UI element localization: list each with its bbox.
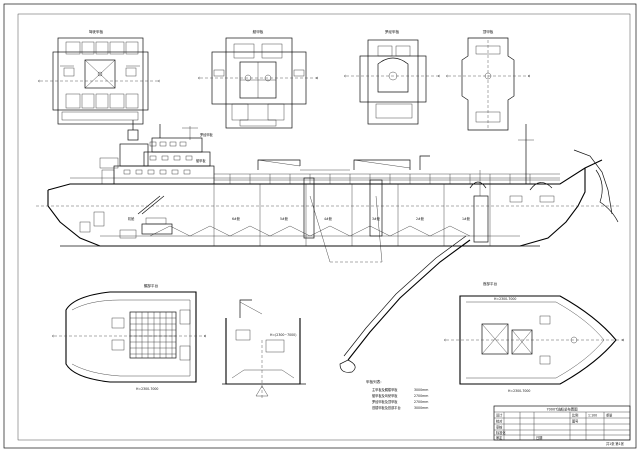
svg-text:罗经甲板: 罗经甲板 bbox=[200, 132, 214, 137]
svg-text:¢: ¢ bbox=[528, 74, 530, 78]
tb-right-4: 重量 bbox=[606, 413, 613, 418]
sheet-border bbox=[3, 3, 637, 449]
svg-text:¢: ¢ bbox=[622, 338, 624, 342]
note-value-4: 3000mm bbox=[414, 406, 428, 410]
tb-right-3: 图号 bbox=[572, 419, 578, 424]
transverse-section: H=(2300~7000) bbox=[222, 299, 306, 400]
tb-cell-5: 审定 bbox=[496, 435, 503, 440]
svg-text:¢: ¢ bbox=[158, 79, 160, 83]
ship-profile: 罗经甲板 艇甲板 bbox=[36, 120, 620, 373]
svg-text:¢: ¢ bbox=[438, 74, 440, 78]
label-hold-6: 6#舱 bbox=[232, 216, 241, 221]
tb-right-1: 比例 bbox=[572, 413, 578, 418]
plan-view-stern-platform: 艉部平台 ¢ ¢ H=2300-7000 bbox=[52, 283, 206, 391]
plan4-title: 顶甲板 bbox=[483, 29, 494, 34]
plan-view-boat-deck: 艇甲板 ¢ ¢ bbox=[198, 29, 318, 129]
tb-cell-4: 标准化 bbox=[496, 430, 506, 435]
tb-cell-6: 日期 bbox=[536, 435, 542, 440]
title-block: 7000T油船总布置图 设计 校对 审核 标准化 审定 日期 比例 1:100 … bbox=[493, 405, 631, 446]
sheet-inner-border bbox=[17, 13, 631, 441]
tb-cell-3: 审核 bbox=[496, 425, 503, 430]
bow-plan-dim-top: H=2300-7000 bbox=[494, 297, 516, 301]
svg-text:¢: ¢ bbox=[444, 338, 446, 342]
notes-heading: 甲板列表: bbox=[366, 379, 382, 384]
plan-view-bridge-deck: 驾驶甲板 ¢ ¢ bbox=[38, 29, 160, 125]
tb-cell-1: 设计 bbox=[496, 413, 503, 418]
label-hold-4: 4#舱 bbox=[324, 216, 333, 221]
sheet-number: 共1张 第1张 bbox=[606, 441, 625, 446]
label-hold-1: 1#舱 bbox=[462, 216, 471, 221]
bow-plan-title: 首部平台 bbox=[483, 281, 498, 286]
label-hold-3: 3#舱 bbox=[372, 216, 381, 221]
note-value-3: 2700mm bbox=[414, 400, 428, 404]
svg-text:¢: ¢ bbox=[344, 74, 346, 78]
plan3-title: 罗经甲板 bbox=[385, 29, 400, 34]
svg-text:艇甲板: 艇甲板 bbox=[196, 158, 206, 163]
stern-plan-title: 艉部平台 bbox=[144, 283, 159, 288]
note-line-3: 罗经甲板及顶甲板 bbox=[372, 399, 398, 404]
note-line-1: 主甲板及艉楼甲板 bbox=[372, 387, 398, 392]
svg-text:H=(2300~7000): H=(2300~7000) bbox=[270, 333, 296, 337]
deck-height-notes: 甲板列表: 主甲板及艉楼甲板 3000mm 艇甲板及驾驶甲板 2700mm 罗经… bbox=[366, 379, 428, 410]
label-hold-2: 2#舱 bbox=[416, 216, 425, 221]
plan-view-bow-platform: 首部平台 ¢ ¢ H=2300-7000 H=2300-7000 bbox=[444, 281, 626, 393]
note-value-2: 2700mm bbox=[414, 394, 428, 398]
svg-text:¢: ¢ bbox=[198, 76, 200, 80]
tb-right-2: 1:100 bbox=[588, 414, 597, 418]
plan-view-compass-deck: 罗经甲板 ¢ ¢ bbox=[344, 29, 440, 125]
label-engine-room: 机舱 bbox=[128, 216, 135, 221]
tb-cell-2: 校对 bbox=[496, 419, 503, 424]
svg-text:¢: ¢ bbox=[204, 334, 206, 338]
svg-text:¢: ¢ bbox=[316, 76, 318, 80]
svg-text:¢: ¢ bbox=[38, 79, 40, 83]
svg-text:¢: ¢ bbox=[446, 74, 448, 78]
label-hold-5: 5#舱 bbox=[280, 216, 289, 221]
note-line-2: 艇甲板及驾驶甲板 bbox=[372, 393, 398, 398]
plan-view-top-deck: 顶甲板 ¢ ¢ bbox=[446, 29, 530, 131]
plan2-title: 艇甲板 bbox=[253, 29, 264, 34]
drawing-title: 7000T油船总布置图 bbox=[546, 407, 578, 412]
stern-plan-dim: H=2300-7000 bbox=[136, 387, 158, 391]
note-line-4: 首楼甲板及首部平台 bbox=[372, 405, 401, 410]
plan1-title: 驾驶甲板 bbox=[89, 29, 104, 34]
bow-plan-dim-bottom: H=2300-7000 bbox=[508, 389, 530, 393]
note-value-1: 3000mm bbox=[414, 388, 428, 392]
svg-text:¢: ¢ bbox=[52, 334, 54, 338]
